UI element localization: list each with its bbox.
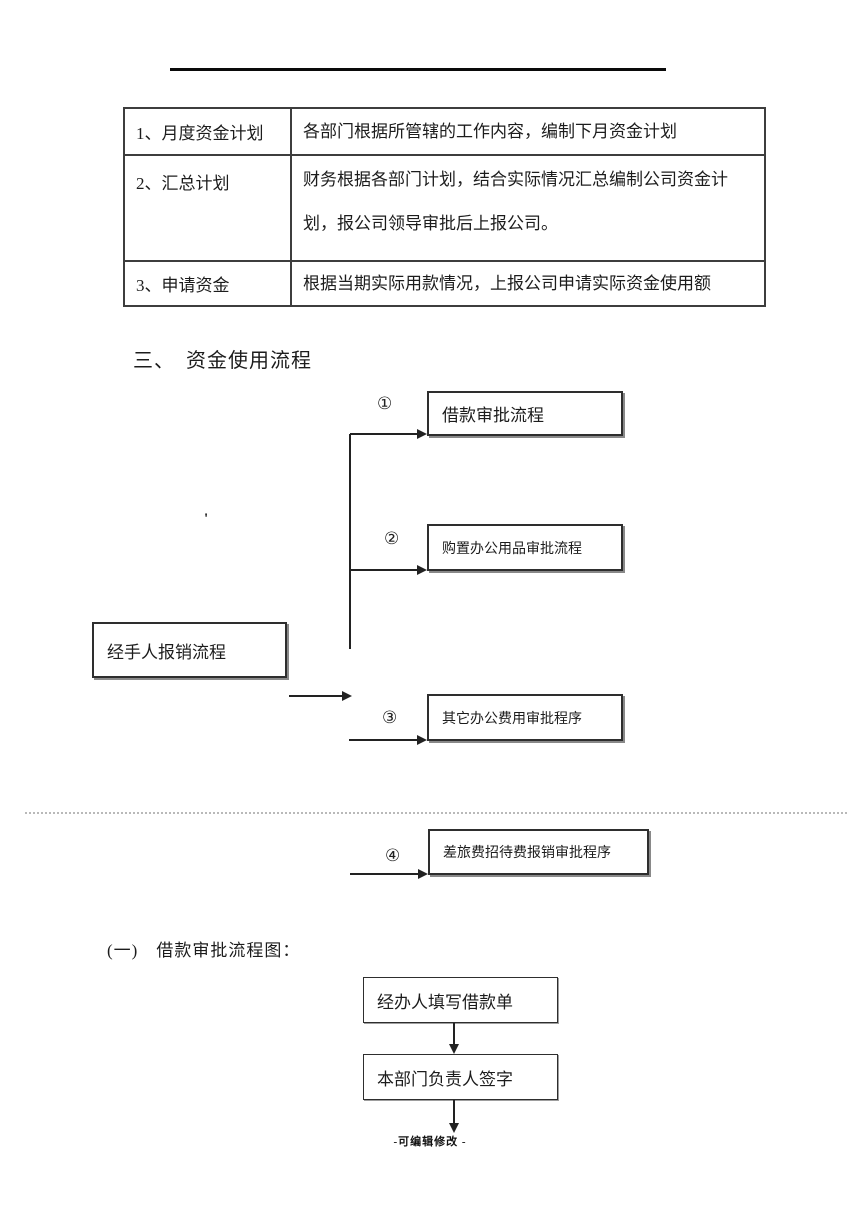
table-row: 3、申请资金 根据当期实际用款情况，上报公司申请实际资金使用额 bbox=[123, 260, 766, 307]
table-desc-line: 根据当期实际用款情况，上报公司申请实际资金使用额 bbox=[303, 274, 711, 293]
flow-box-dept-head-sign: 本部门负责人签字 bbox=[363, 1054, 558, 1100]
arrow-to-branch-4 bbox=[350, 869, 428, 879]
subsection-heading: (一) 借款审批流程图： bbox=[107, 941, 301, 960]
table-desc-line: 各部门根据所管辖的工作内容，编制下月资金计划 bbox=[303, 122, 677, 141]
table-cell-desc: 各部门根据所管辖的工作内容，编制下月资金计划 bbox=[290, 107, 766, 156]
table-cell-label: 3、申请资金 bbox=[123, 260, 292, 307]
trunk-vertical-line bbox=[349, 434, 351, 649]
table-row: 2、汇总计划 财务根据各部门计划，结合实际情况汇总编制公司资金计 划，报公司领导… bbox=[123, 154, 766, 262]
arrow-to-branch-1 bbox=[350, 429, 427, 439]
section-heading: 三、 资金使用流程 bbox=[133, 350, 312, 372]
arrow-to-branch-2 bbox=[350, 565, 427, 575]
flow-box-office-supplies: 购置办公用品审批流程 bbox=[427, 524, 623, 571]
stray-apostrophe-mark: ' bbox=[204, 511, 209, 527]
flow-box-travel-entertainment-expense: 差旅费招待费报销审批程序 bbox=[428, 829, 649, 875]
flow-box-borrow-approval: 借款审批流程 bbox=[427, 391, 623, 436]
table-desc-line: 划，报公司领导审批后上报公司。 bbox=[303, 214, 558, 233]
branch-number-2: ② bbox=[384, 529, 400, 548]
branch-number-4: ④ bbox=[385, 846, 401, 865]
arrow-to-branch-3 bbox=[349, 735, 427, 745]
table-cell-label: 1、月度资金计划 bbox=[123, 107, 292, 156]
table-desc-line: 财务根据各部门计划，结合实际情况汇总编制公司资金计 bbox=[303, 170, 728, 189]
arrow-down-step-1 bbox=[449, 1023, 459, 1054]
branch-number-1: ① bbox=[377, 394, 393, 413]
fund-plan-table: 1、月度资金计划 各部门根据所管辖的工作内容，编制下月资金计划 2、汇总计划 财… bbox=[123, 107, 766, 307]
flow-box-fill-borrow-form: 经办人填写借款单 bbox=[363, 977, 558, 1023]
branch-number-3: ③ bbox=[382, 708, 398, 727]
top-horizontal-rule bbox=[170, 68, 666, 71]
page-break-dotted-line bbox=[25, 812, 847, 814]
table-cell-label: 2、汇总计划 bbox=[123, 154, 292, 262]
arrow-down-step-2 bbox=[449, 1100, 459, 1133]
table-cell-desc: 根据当期实际用款情况，上报公司申请实际资金使用额 bbox=[290, 260, 766, 307]
footer-editable-note: -可编辑修改 - bbox=[393, 1136, 467, 1148]
arrow-from-source-box bbox=[289, 691, 352, 701]
flow-box-other-office-expense: 其它办公费用审批程序 bbox=[427, 694, 623, 741]
flow-box-handler-reimbursement: 经手人报销流程 bbox=[92, 622, 287, 678]
table-row: 1、月度资金计划 各部门根据所管辖的工作内容，编制下月资金计划 bbox=[123, 107, 766, 156]
table-cell-desc: 财务根据各部门计划，结合实际情况汇总编制公司资金计 划，报公司领导审批后上报公司… bbox=[290, 154, 766, 262]
